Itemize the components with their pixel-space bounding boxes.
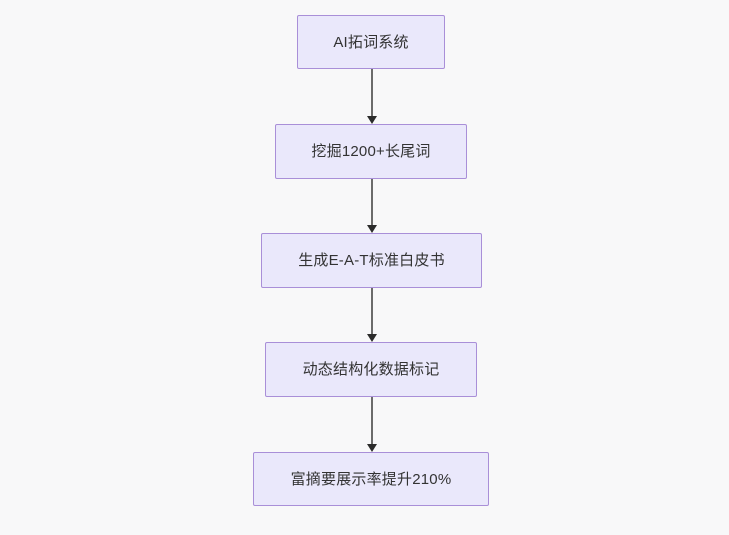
node-label: AI拓词系统 bbox=[333, 33, 409, 51]
node-label: 生成E-A-T标准白皮书 bbox=[298, 252, 445, 269]
flowchart-node-rich-snippet-uplift[interactable]: 富摘要展示率提升210% bbox=[253, 452, 489, 506]
node-label: 动态结构化数据标记 bbox=[302, 361, 440, 378]
edge-n4-n5 bbox=[367, 397, 377, 452]
edge-n1-n2 bbox=[367, 69, 377, 124]
edge-n2-n3 bbox=[367, 179, 377, 233]
flowchart-node-generate-eat-whitepaper[interactable]: 生成E-A-T标准白皮书 bbox=[261, 233, 482, 288]
flowchart-node-dynamic-structured-data[interactable]: 动态结构化数据标记 bbox=[265, 342, 477, 397]
flowchart-node-mine-longtail-keywords[interactable]: 挖掘1200+长尾词 bbox=[275, 124, 467, 179]
arrowhead-icon bbox=[367, 334, 377, 342]
flowchart-node-ai-keyword-system[interactable]: AI拓词系统 bbox=[297, 15, 445, 69]
arrowhead-icon bbox=[367, 116, 377, 124]
edge-line bbox=[371, 397, 373, 445]
node-label: 挖掘1200+长尾词 bbox=[311, 143, 431, 160]
edge-n3-n4 bbox=[367, 288, 377, 342]
edge-line bbox=[371, 179, 373, 226]
edge-line bbox=[371, 288, 373, 335]
edge-line bbox=[371, 69, 373, 117]
node-label: 富摘要展示率提升210% bbox=[290, 470, 452, 488]
arrowhead-icon bbox=[367, 444, 377, 452]
arrowhead-icon bbox=[367, 225, 377, 233]
